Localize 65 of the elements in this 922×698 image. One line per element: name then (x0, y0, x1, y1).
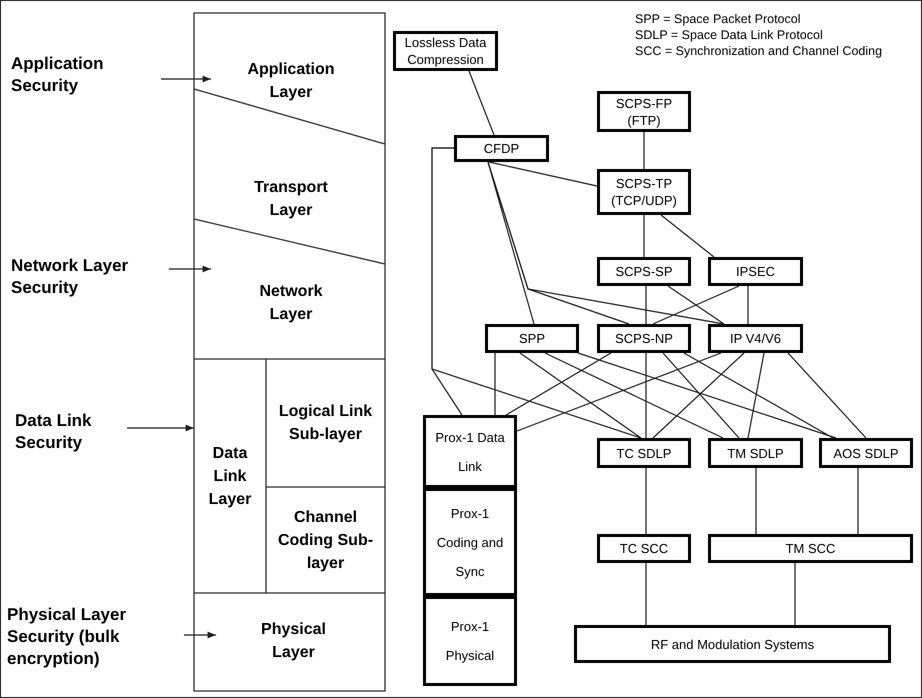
connector-line (578, 352, 836, 439)
connector-line (747, 352, 765, 438)
layer-cell: Transport Layer (211, 171, 371, 226)
connector-line (755, 468, 757, 534)
arrow (169, 266, 211, 272)
connector-line (645, 563, 647, 625)
protocol-box: TC SCC (597, 534, 691, 563)
protocol-box: SPP (485, 324, 579, 353)
connector-line (645, 286, 647, 324)
protocol-box: IP V4/V6 (708, 324, 803, 353)
arrow (161, 76, 211, 82)
connector-line (645, 353, 647, 438)
protocol-box: SCPS-SP (597, 257, 691, 286)
security-label: Application Security (11, 51, 161, 99)
protocol-box: TC SDLP (597, 438, 691, 468)
connector-line (652, 285, 740, 325)
security-label: Physical Layer Security (bulk encryption) (7, 599, 184, 674)
layer-cell: Network Layer (211, 263, 371, 343)
layer-cell: Application Layer (211, 56, 371, 106)
legend-note: SPP = Space Packet Protocol (635, 12, 800, 26)
protocol-box: RF and Modulation Systems (574, 625, 891, 663)
connector-line (652, 352, 744, 438)
connector-line (544, 352, 724, 439)
connector-line (488, 161, 598, 187)
layer-cell: Physical Layer (216, 606, 371, 676)
connector-line (660, 214, 714, 258)
connector-line (662, 352, 740, 438)
connector-line (645, 468, 647, 534)
connector-line (643, 132, 645, 169)
legend-note: SCC = Synchronization and Channel Coding (635, 44, 882, 58)
arrow (184, 632, 216, 638)
connector-line (506, 352, 612, 416)
protocol-box: Prox-1 Coding and Sync (423, 488, 517, 596)
protocol-box: Prox-1 Data Link (423, 415, 517, 488)
connector-line (684, 352, 834, 439)
layer-cell: Logical Link Sub-layer (266, 359, 385, 487)
connector-line (516, 352, 722, 432)
protocol-box: TM SCC (708, 534, 913, 563)
connector-line (668, 286, 724, 324)
layer-cell: Channel Coding Sub-layer (266, 487, 385, 593)
connector-line (494, 353, 496, 415)
connector-line (643, 215, 645, 257)
security-label: Network Layer Security (11, 253, 169, 301)
connector-line (520, 352, 642, 438)
connector-line (857, 468, 859, 534)
protocol-box: Lossless Data Compression (393, 31, 498, 71)
protocol-box: SCPS-TP (TCP/UDP) (597, 169, 691, 215)
protocol-box: Prox-1 Physical (423, 596, 517, 686)
arrow (127, 424, 194, 432)
protocol-box: TM SDLP (708, 438, 803, 468)
protocol-box: AOS SDLP (819, 438, 913, 468)
connector-line (794, 563, 796, 625)
connector-line (431, 147, 642, 439)
protocol-box: SCPS-NP (597, 324, 691, 353)
protocol-box: CFDP (454, 135, 549, 162)
connector-line (468, 70, 495, 136)
legend-note: SDLP = Space Data Link Protocol (635, 28, 823, 42)
security-label: Data Link Security (15, 406, 127, 458)
protocol-box: SCPS-FP (FTP) (597, 91, 691, 132)
connector-line (747, 286, 749, 324)
connector-line (487, 162, 724, 325)
connector-line (788, 352, 866, 438)
layer-cell: Data Link Layer Logical Link Sub-layer Channel Coding Sub-layer (194, 359, 385, 593)
protocol-box: IPSEC (708, 257, 803, 286)
connector-line (487, 162, 535, 324)
